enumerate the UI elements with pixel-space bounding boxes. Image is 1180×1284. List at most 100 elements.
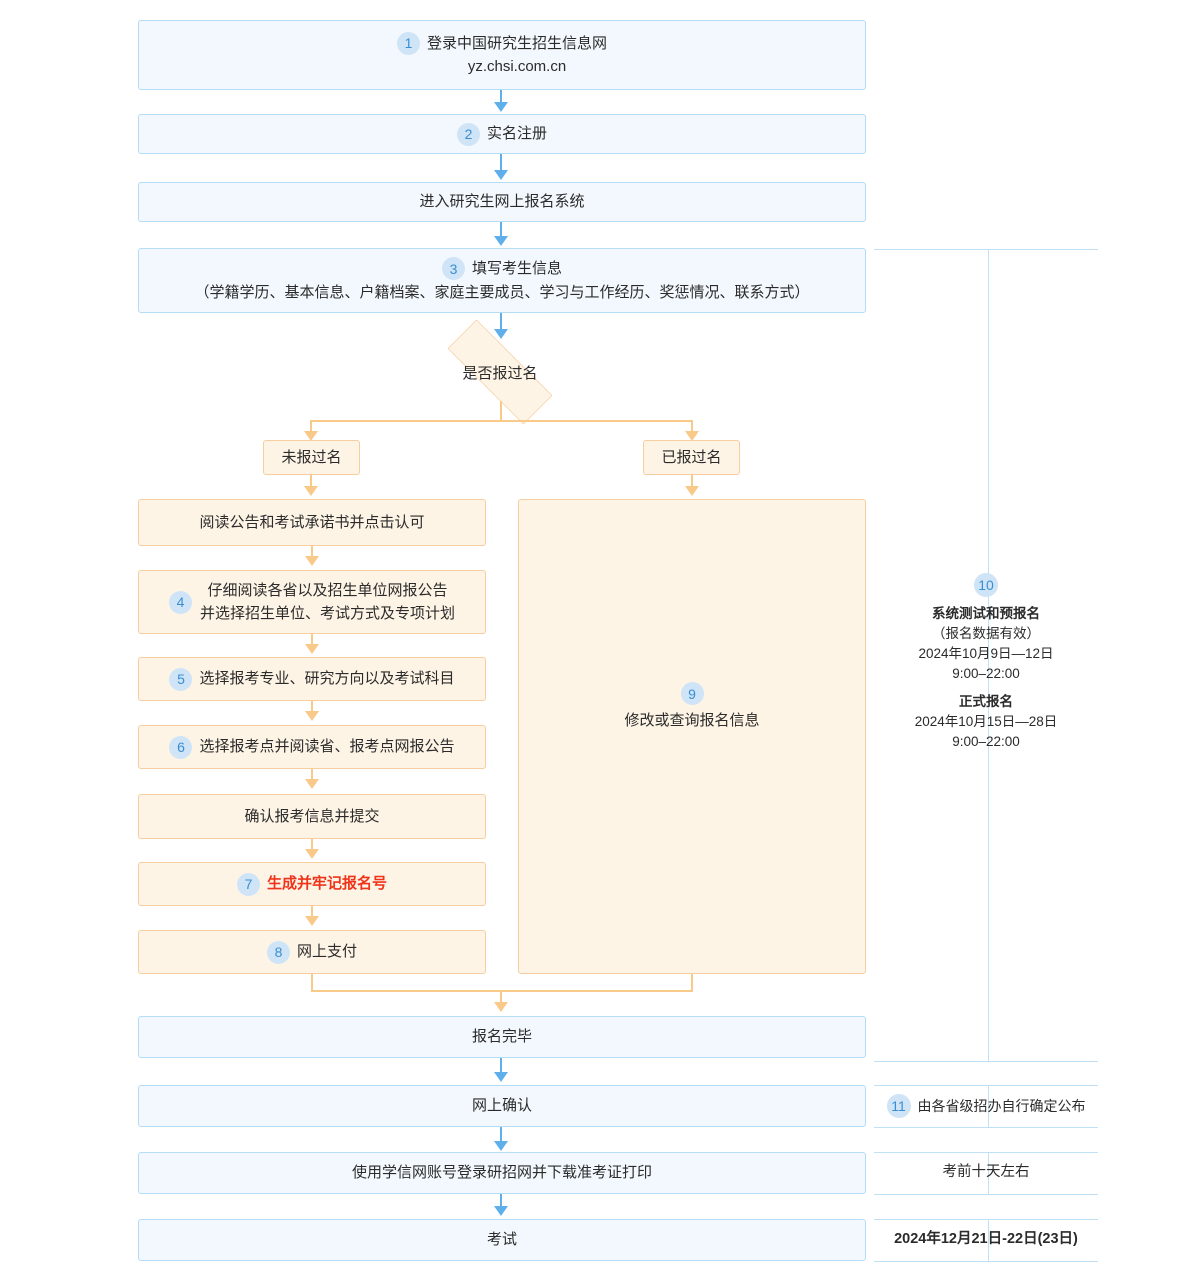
connector-selectsite-confirm	[311, 769, 313, 782]
arrow-done-confirm	[494, 1072, 508, 1082]
timeline-ticket-label: 考前十天左右	[942, 1164, 1030, 1181]
step-badge-3: 3	[441, 257, 465, 281]
node-exam[interactable]: 考试	[138, 1219, 866, 1261]
timeline-pre-date: 2024年10月9日—12日	[918, 646, 1054, 662]
node-fill-info[interactable]: 3 填写考生信息 （学籍学历、基本信息、户籍档案、家庭主要成员、学习与工作经历、…	[138, 248, 866, 313]
node-generate-registration-number[interactable]: 7 生成并牢记报名号	[138, 862, 486, 906]
node-select-major[interactable]: 5 选择报考专业、研究方向以及考试科目	[138, 657, 486, 701]
node-signup-done-label: 报名完毕	[471, 1028, 532, 1046]
node-generate-registration-number-label: 生成并牢记报名号	[266, 875, 387, 893]
node-register[interactable]: 2 实名注册	[138, 114, 866, 154]
connector-login-register	[500, 90, 502, 106]
arrow-confirm-generate	[305, 849, 319, 859]
node-modify-or-query-label: 修改或查询报名信息	[624, 712, 760, 729]
timeline-rule-top	[874, 249, 1098, 250]
arrow-fillinfo-decision	[494, 329, 508, 339]
node-online-payment-label: 网上支付	[296, 943, 357, 961]
node-select-major-label: 选择报考专业、研究方向以及考试科目	[199, 670, 455, 688]
node-branch-registered-label: 已报过名	[661, 448, 722, 466]
node-read-notice-label: 阅读公告和考试承诺书并点击认可	[199, 513, 425, 531]
connector-done-confirm	[500, 1058, 502, 1074]
node-read-province-line2: 并选择招生单位、考试方式及专项计划	[199, 605, 455, 622]
step-badge-9: 9	[680, 682, 704, 705]
arrow-branch-no	[304, 431, 318, 441]
node-login[interactable]: 1 登录中国研究生招生信息网 yz.chsi.com.cn	[138, 20, 866, 90]
node-online-payment[interactable]: 8 网上支付	[138, 930, 486, 974]
node-read-province-notice[interactable]: 4 仔细阅读各省以及招生单位网报公告 并选择招生单位、考试方式及专项计划	[138, 570, 486, 634]
timeline-rule-confirm-top	[874, 1085, 1098, 1086]
timeline-exam-date-label: 2024年12月21日-22日(23日)	[894, 1231, 1078, 1248]
arrow-ticket-exam	[494, 1206, 508, 1216]
node-login-url: yz.chsi.com.cn	[467, 58, 567, 75]
connector-confirm-generate	[311, 839, 313, 852]
node-exam-label: 考试	[486, 1231, 517, 1249]
step-badge-7: 7	[236, 872, 260, 896]
connector-fillinfo-decision	[500, 313, 502, 331]
node-download-admission-ticket-label: 使用学信网账号登录研招网并下载准考证打印	[351, 1164, 652, 1182]
timeline-rule-confirm-bottom	[874, 1127, 1098, 1128]
connector-split-right	[691, 420, 693, 434]
connector-modify-merge	[691, 974, 693, 991]
node-enter-system[interactable]: 进入研究生网上报名系统	[138, 182, 866, 222]
arrow-confirm-ticket	[494, 1141, 508, 1151]
timeline-rule-exam-bottom	[874, 1261, 1098, 1262]
timeline-confirm: 11 由各省级招办自行确定公布	[874, 1085, 1098, 1127]
timeline-formal-time: 9:00–22:00	[952, 734, 1020, 750]
node-login-line1: 登录中国研究生招生信息网	[426, 34, 607, 52]
timeline-rule-schedule-bottom	[874, 1061, 1098, 1062]
arrow-readnotice-readprovince	[305, 556, 319, 566]
timeline-pre-title: 系统测试和预报名	[932, 605, 1040, 621]
node-confirm-submit[interactable]: 确认报考信息并提交	[138, 794, 486, 839]
arrow-register-system	[494, 170, 508, 180]
node-confirm-submit-label: 确认报考信息并提交	[244, 807, 380, 825]
node-fill-info-title: 填写考生信息	[471, 260, 562, 278]
node-decision-registered[interactable]: 是否报过名	[424, 319, 576, 425]
node-modify-or-query[interactable]: 9 修改或查询报名信息	[518, 499, 866, 974]
timeline-exam-date: 2024年12月21日-22日(23日)	[874, 1219, 1098, 1261]
node-signup-done[interactable]: 报名完毕	[138, 1016, 866, 1058]
connector-branchyes-modify	[691, 475, 693, 489]
arrow-system-fillinfo	[494, 236, 508, 246]
node-online-confirmation-label: 网上确认	[471, 1097, 532, 1115]
connector-decision-down	[500, 401, 502, 421]
step-badge-2: 2	[456, 122, 480, 146]
timeline-rule-ticket-bottom	[874, 1194, 1098, 1195]
arrow-merge-done	[494, 1002, 508, 1012]
arrow-selectmajor-selectsite	[305, 711, 319, 721]
step-badge-11: 11	[886, 1094, 911, 1118]
node-select-exam-site-label: 选择报考点并阅读省、报考点网报公告	[199, 738, 455, 756]
node-branch-registered[interactable]: 已报过名	[643, 440, 740, 475]
connector-ticket-exam	[500, 1194, 502, 1208]
step-badge-4: 4	[168, 590, 192, 614]
arrow-readprovince-selectmajor	[305, 644, 319, 654]
connector-branchno-readnotice	[310, 475, 312, 489]
timeline-rule-ticket-top	[874, 1152, 1098, 1153]
node-branch-not-registered[interactable]: 未报过名	[263, 440, 360, 475]
connector-merge-down	[500, 990, 502, 1004]
node-online-confirmation[interactable]: 网上确认	[138, 1085, 866, 1127]
connector-selectmajor-selectsite	[311, 701, 313, 714]
timeline-center-line-schedule	[988, 249, 989, 1062]
connector-pay-merge	[311, 974, 313, 991]
step-badge-6: 6	[169, 735, 193, 759]
timeline-center-line-ticket	[988, 1152, 989, 1194]
timeline-pre-time: 9:00–22:00	[952, 666, 1020, 682]
connector-readprovince-selectmajor	[311, 634, 313, 647]
connector-decision-split	[311, 420, 693, 422]
node-enter-system-label: 进入研究生网上报名系统	[419, 193, 585, 211]
step-badge-10: 10	[974, 572, 998, 597]
timeline-center-line-exam	[988, 1219, 989, 1261]
connector-generate-pay	[311, 906, 313, 919]
node-select-exam-site[interactable]: 6 选择报考点并阅读省、报考点网报公告	[138, 725, 486, 769]
node-register-label: 实名注册	[486, 125, 547, 143]
connector-split-left	[310, 420, 312, 434]
node-download-admission-ticket[interactable]: 使用学信网账号登录研招网并下载准考证打印	[138, 1152, 866, 1194]
arrow-login-register	[494, 102, 508, 112]
node-branch-not-registered-label: 未报过名	[281, 448, 342, 466]
node-read-notice[interactable]: 阅读公告和考试承诺书并点击认可	[138, 499, 486, 546]
timeline-formal-date: 2024年10月15日—28日	[914, 713, 1058, 729]
step-badge-8: 8	[266, 940, 290, 964]
connector-confirm-ticket	[500, 1127, 502, 1143]
connector-merge-horizontal	[311, 990, 693, 992]
